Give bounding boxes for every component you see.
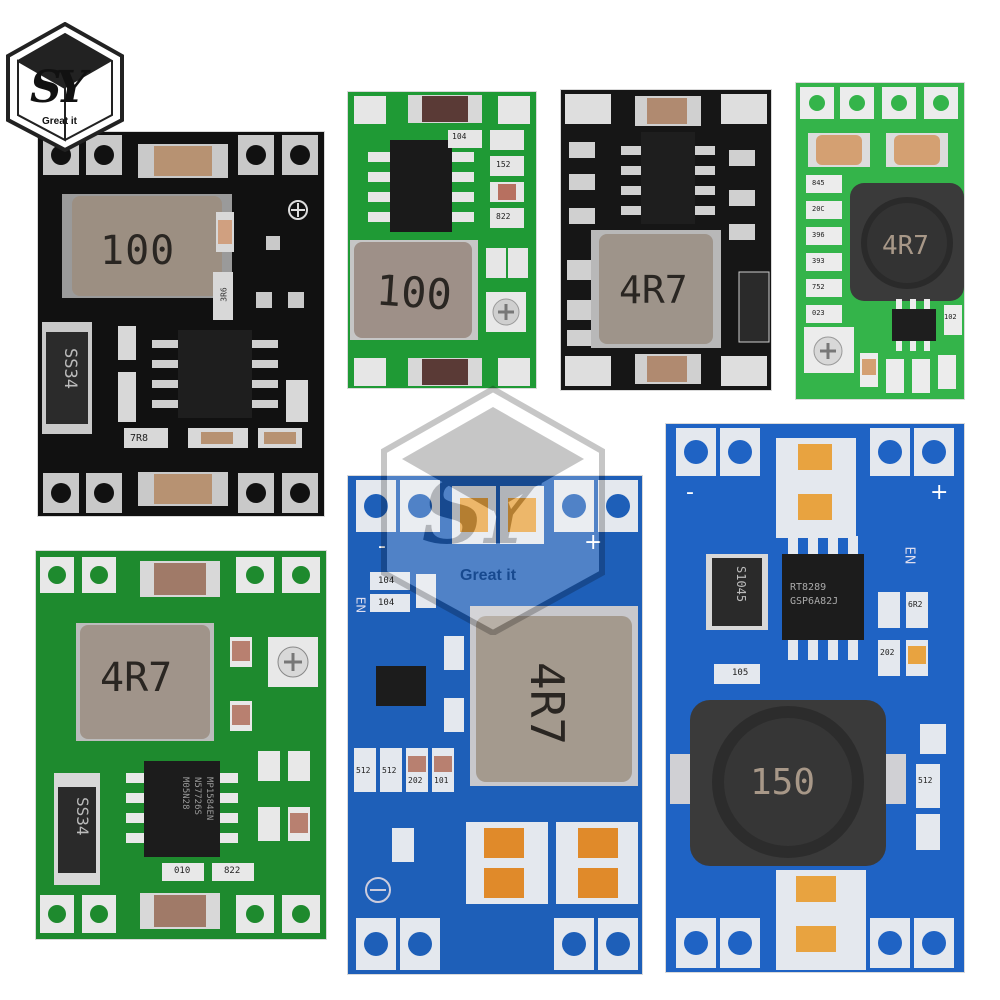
logo-letters: SY <box>30 62 87 113</box>
en-mark: EN <box>353 596 368 614</box>
green-module-100: 100 104 152 822 <box>348 92 536 388</box>
smd-label: 202 <box>408 776 423 785</box>
smd-label: 102 <box>944 313 957 321</box>
plus-mark: + <box>584 530 602 555</box>
smd-label: 6R2 <box>908 600 923 609</box>
ic-line: MP1584EN <box>204 777 214 821</box>
smd-label: 101 <box>434 776 449 785</box>
diode-label: SS34 <box>73 797 92 836</box>
smd-label: 822 <box>496 212 511 221</box>
minus-mark: - <box>686 480 694 505</box>
smd-label: 822 <box>224 866 241 876</box>
smd-label: 512 <box>382 766 397 775</box>
inductor-label: 4R7 <box>619 268 688 312</box>
smd-label: 845 <box>812 179 825 187</box>
inductor-label: 4R7 <box>882 231 929 261</box>
smd-label: 104 <box>452 132 467 141</box>
black-module-100: 100 SS34 7R8 3R6 <box>38 132 324 516</box>
ic-line: M05N28 <box>180 777 190 810</box>
en-mark: EN <box>901 546 917 565</box>
smd-label: 023 <box>812 309 825 317</box>
inductor-label: 100 <box>100 228 176 274</box>
ic-line: RT8289 <box>790 582 827 593</box>
watermark-letters: SY <box>422 463 535 564</box>
smd-label: 152 <box>496 160 511 169</box>
smd-label: 512 <box>356 766 371 775</box>
green-module-4r7-mp1584: 4R7 SS34 MP1584EN N57726S M05N28 010 822 <box>36 551 326 939</box>
diode-label: SS34 <box>60 348 80 389</box>
light-green-module-4r7: 4R7 845 20C 396 393 752 023 102 <box>796 83 964 399</box>
resistor-label: 7R8 <box>130 433 149 444</box>
smd-label: 010 <box>174 866 191 876</box>
blue-module-4r7: 4R7 EN + - 104 104 512 512 202 101 <box>348 476 642 974</box>
black-module-4r7: 4R7 <box>561 90 771 390</box>
smd-label: 104 <box>378 576 395 586</box>
watermark-tagline: Great it <box>460 567 517 584</box>
brand-logo: SY Great it <box>4 22 126 152</box>
smd-label: 512 <box>918 776 933 785</box>
diode-label: S1045 <box>734 566 748 603</box>
minus-mark: - <box>378 534 386 559</box>
inductor-label: 4R7 <box>520 662 574 746</box>
smd-label: 104 <box>378 598 395 608</box>
inductor-label: 100 <box>374 265 454 320</box>
smd-label: 20C <box>812 205 825 213</box>
plus-mark: + <box>930 480 949 505</box>
smd-label: 396 <box>812 231 825 239</box>
cap-label: 3R6 <box>219 287 229 302</box>
ic-line: GSP6A82J <box>790 596 839 607</box>
logo-tagline: Great it <box>42 116 78 127</box>
smd-label: 393 <box>812 257 825 265</box>
ic-line: N57726S <box>192 777 202 815</box>
inductor-label: 150 <box>750 762 816 803</box>
smd-label: 202 <box>880 648 895 657</box>
blue-module-150: 150 S1045 RT8289 GSP6A82J EN + - 105 202… <box>666 424 964 972</box>
smd-label: 752 <box>812 283 825 291</box>
watermark-logo: SY Great it <box>378 385 608 635</box>
smd-label: 105 <box>732 668 749 678</box>
inductor-label: 4R7 <box>100 655 173 701</box>
